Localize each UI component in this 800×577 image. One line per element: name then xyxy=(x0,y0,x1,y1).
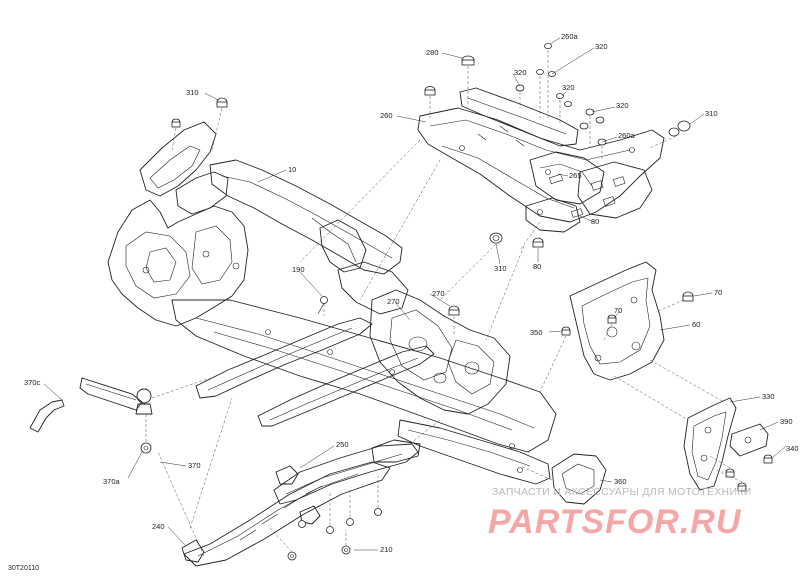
callout-240: 240 xyxy=(152,522,165,531)
callout-250: 250 xyxy=(336,440,349,449)
footrest-rail-240 xyxy=(181,461,391,567)
bolt-icon-70-b xyxy=(607,314,617,324)
callout-280: 280 xyxy=(426,48,439,57)
bushing-icon-310-right xyxy=(668,120,691,137)
callout-60: 60 xyxy=(692,320,700,329)
callout-320-b: 320 xyxy=(514,68,527,77)
callout-340: 340 xyxy=(786,444,799,453)
watermark-brand: PARTSFOR.RU xyxy=(488,503,742,541)
nut-icon-f xyxy=(556,93,564,99)
callout-80-b: 80 xyxy=(533,262,541,271)
nut-icon-270 xyxy=(448,305,460,316)
nut-icon-c xyxy=(536,69,544,75)
leader-lines xyxy=(43,37,787,551)
nut-icon-210-b xyxy=(326,526,334,534)
nut-icon-210-e xyxy=(374,508,382,516)
nut-icon-210-d xyxy=(341,545,351,555)
callout-labels: 280 260a 320 320 320 320 310 260 310 260… xyxy=(24,32,799,554)
nut-icon-280 xyxy=(461,55,475,66)
callout-260a-top: 260a xyxy=(561,32,579,41)
bolt-icon-340-c xyxy=(737,482,747,492)
nut-icon-j xyxy=(579,122,589,130)
callout-70-a: 70 xyxy=(714,288,722,297)
hitch-assembly-370 xyxy=(29,377,153,454)
nut-icon-80 xyxy=(532,237,544,248)
bolt-icon-70-a xyxy=(682,291,694,302)
callout-10: 10 xyxy=(288,165,296,174)
main-frame xyxy=(107,121,557,485)
callout-310-left: 310 xyxy=(186,88,199,97)
bolt-icon-left xyxy=(171,118,181,128)
rear-bracket-330 xyxy=(683,397,737,491)
nut-icon-i xyxy=(595,116,605,124)
callout-270-a: 270 xyxy=(432,289,445,298)
callout-360: 360 xyxy=(614,477,627,486)
assembly-guide-lines xyxy=(145,50,743,557)
bolt-icon-190 xyxy=(317,296,328,315)
bracket-360 xyxy=(551,453,607,505)
callout-320-c: 320 xyxy=(562,83,575,92)
rear-subframe xyxy=(417,87,665,233)
callout-320-d: 320 xyxy=(616,101,629,110)
watermark: ЗАПЧАСТИ И АКСЕССУАРЫ ДЛЯ МОТОТЕХНИКИ PA… xyxy=(488,486,752,541)
bolt-icon-340-b xyxy=(725,468,735,478)
callout-350: 350 xyxy=(530,328,543,337)
bolt-icon-340-a xyxy=(763,454,773,464)
callout-390: 390 xyxy=(780,417,793,426)
callout-370c: 370c xyxy=(24,378,41,387)
nut-icon-210-a xyxy=(287,551,297,561)
callout-260a-right: 260a xyxy=(618,131,636,140)
callout-330: 330 xyxy=(762,392,775,401)
callout-310-mid: 310 xyxy=(494,264,507,273)
callout-260: 260 xyxy=(380,111,393,120)
callout-265: 265 xyxy=(569,171,582,180)
nut-icon-310-left xyxy=(216,97,228,108)
callout-70-b: 70 xyxy=(614,306,622,315)
nut-icon-d xyxy=(544,43,552,49)
callout-310-right: 310 xyxy=(705,109,718,118)
nut-icon-h xyxy=(585,108,595,116)
nut-icon-a xyxy=(424,86,436,96)
watermark-caption: ЗАПЧАСТИ И АКСЕССУАРЫ ДЛЯ МОТОТЕХНИКИ xyxy=(492,486,752,498)
bushing-icon-310-mid xyxy=(489,232,503,244)
callout-190: 190 xyxy=(292,265,305,274)
callout-270-b: 270 xyxy=(387,297,400,306)
callout-320-a: 320 xyxy=(595,42,608,51)
fasteners xyxy=(171,43,773,561)
callout-370a: 370a xyxy=(103,477,121,486)
footrest-support-60 xyxy=(569,261,665,381)
callout-80-a: 80 xyxy=(591,217,599,226)
callout-370: 370 xyxy=(188,461,201,470)
footrest-rail-250 xyxy=(273,439,421,525)
plate-390 xyxy=(729,423,769,457)
nut-icon-b xyxy=(515,84,525,92)
callout-210: 210 xyxy=(380,545,393,554)
nut-icon-g xyxy=(564,101,572,107)
nut-icon-350 xyxy=(561,326,571,336)
nut-icon-210-f xyxy=(298,520,306,528)
diagram-code: 30T20110 xyxy=(8,565,39,572)
nut-icon-210-c xyxy=(346,518,354,526)
